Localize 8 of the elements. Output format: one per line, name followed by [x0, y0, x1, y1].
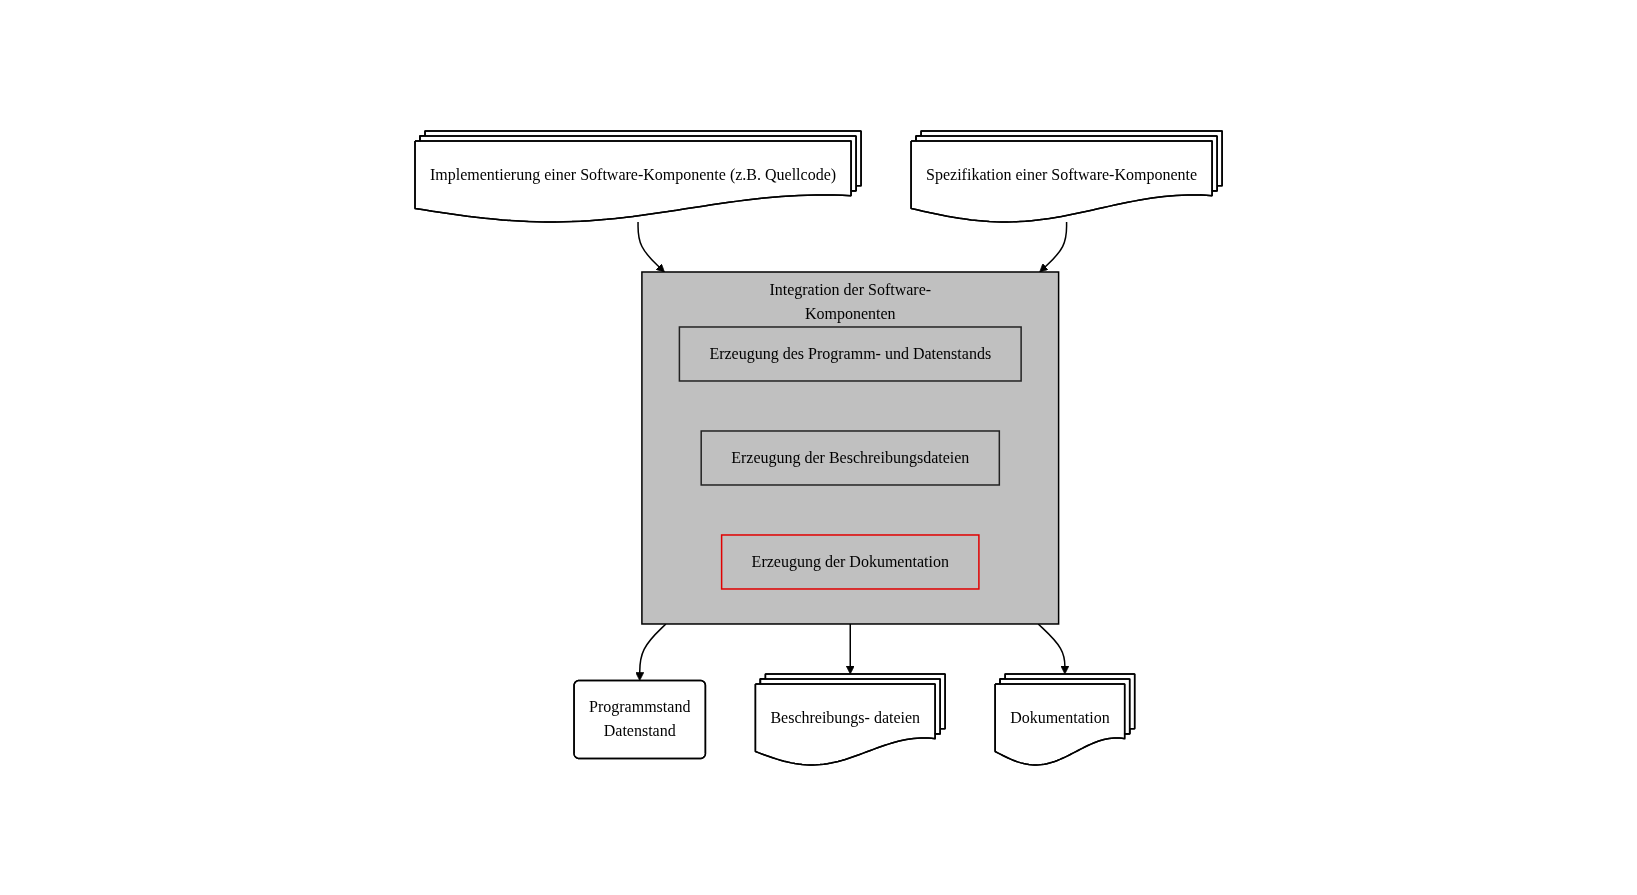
node-box: Erzeugung des Programm- und Datenstands — [678, 325, 1022, 382]
arrow — [1039, 220, 1068, 272]
arrow — [845, 622, 855, 674]
node-box: Erzeugung der Beschreibungsdateien — [700, 429, 1000, 486]
arrow — [637, 220, 665, 272]
node-box: Erzeugung der Dokumentation — [720, 533, 980, 590]
arrow — [1037, 622, 1070, 674]
arrow — [635, 622, 667, 681]
